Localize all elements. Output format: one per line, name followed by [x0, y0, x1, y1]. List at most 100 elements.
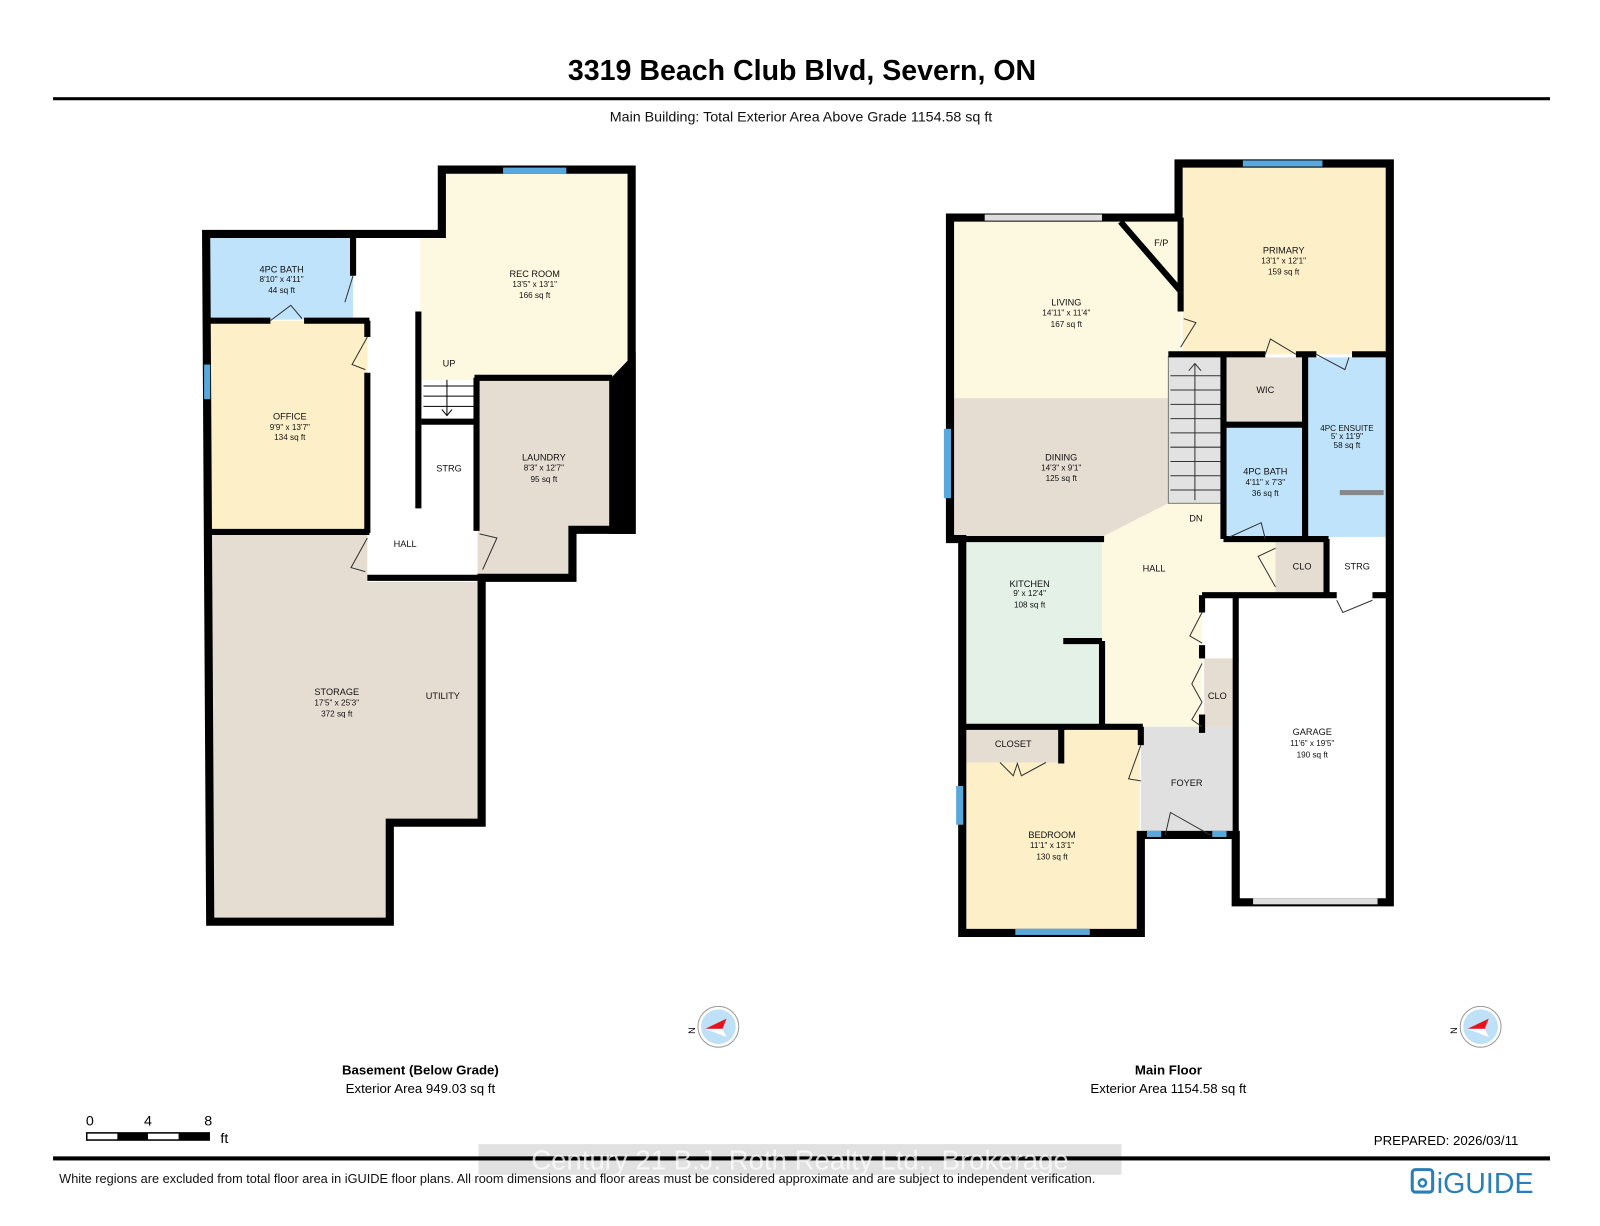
room-name: 4PC ENSUITE [1320, 424, 1374, 433]
room-name: STORAGE [314, 687, 359, 697]
room-fill-living [954, 221, 1181, 399]
room-dims: 5' x 11'9" [1331, 432, 1363, 441]
window [943, 428, 952, 499]
room-name: LAUNDRY [522, 452, 566, 462]
scale-unit: ft [220, 1131, 228, 1147]
room-area: 167 sq ft [1051, 320, 1083, 329]
room-area: 108 sq ft [1014, 600, 1046, 609]
room-name: LIVING [1051, 297, 1081, 307]
room-dims: 8'3" x 12'7" [524, 464, 564, 473]
window [1146, 830, 1162, 837]
scale-tick: 0 [86, 1114, 94, 1130]
label-hall: HALL [1143, 564, 1166, 574]
main-floor-plan: F/P PRIMARY 13'1" x 12'1" 159 sq ft LIVI… [943, 159, 1394, 937]
room-area: 372 sq ft [321, 710, 353, 719]
prepared-date: PREPARED: 2026/03/11 [1374, 1133, 1519, 1148]
basement-exterior-wall [202, 165, 636, 926]
room-name: REC ROOM [509, 269, 559, 279]
room-fill-bath [1225, 426, 1304, 537]
room-area: 159 sq ft [1268, 268, 1300, 277]
label-utility: UTILITY [426, 691, 460, 701]
compass-icon: N [1449, 1005, 1502, 1048]
room-area: 44 sq ft [268, 286, 295, 295]
room-dims: 4'11" x 7'3" [1246, 478, 1286, 487]
label-closet: CLOSET [995, 739, 1032, 749]
scale-bar: 0 4 8 ft [86, 1114, 229, 1147]
room-fill-bath [210, 238, 354, 320]
room-area: 130 sq ft [1036, 852, 1068, 861]
label-up: UP [443, 359, 456, 369]
sliding-door [984, 214, 1103, 221]
room-area: 58 sq ft [1334, 441, 1361, 450]
room-fill-ensuite [1307, 357, 1386, 537]
room-name: PRIMARY [1263, 245, 1305, 255]
room-name: OFFICE [273, 412, 307, 422]
label-strg: STRG [1344, 562, 1369, 572]
label-strg: STRG [436, 464, 461, 474]
window [1212, 830, 1227, 837]
main-floor-area: Exterior Area 1154.58 sq ft [1090, 1081, 1246, 1096]
room-dims: 13'1" x 12'1" [1261, 257, 1306, 266]
room-name: KITCHEN [1009, 579, 1049, 589]
room-dims: 14'11" x 11'4" [1042, 309, 1090, 318]
ensuite-fixture [1339, 490, 1384, 496]
room-fill-rec-room [420, 173, 632, 380]
room-fill-hall [1102, 503, 1276, 727]
room-area: 95 sq ft [530, 475, 557, 484]
room-area: 36 sq ft [1252, 489, 1279, 498]
basement-title: Basement (Below Grade) [342, 1063, 499, 1078]
door-swings [270, 275, 498, 573]
room-dims: 14'3" x 9'1" [1041, 464, 1081, 473]
room-dims: 17'5" x 25'3" [314, 698, 359, 707]
room-dims: 11'6" x 19'5" [1290, 739, 1334, 748]
footer-divider [53, 1156, 1550, 1161]
room-fill-office [210, 320, 368, 533]
basement-area: Exterior Area 949.03 sq ft [346, 1081, 496, 1096]
page-title: 3319 Beach Club Blvd, Severn, ON [568, 55, 1036, 87]
label-clo: CLO [1293, 562, 1312, 572]
room-fill-closet [966, 728, 1060, 763]
compass-label: N [1449, 1027, 1459, 1034]
room-fill-kitchen [966, 535, 1103, 725]
label-foyer: FOYER [1171, 778, 1203, 788]
room-area: 190 sq ft [1297, 750, 1329, 759]
basement-plan: 4PC BATH 8'10" x 4'11" 44 sq ft REC ROOM… [202, 165, 636, 926]
room-dims: 8'10" x 4'11" [260, 275, 304, 284]
watermark: Century 21 B.J. Roth Realty Ltd., Broker… [531, 1145, 1068, 1176]
room-fill-wic [1225, 357, 1304, 423]
room-fill-storage [210, 532, 482, 922]
room-fill-dining [954, 398, 1169, 536]
compass-icon: N [687, 1005, 740, 1048]
room-dims: 9' x 12'4" [1013, 589, 1046, 598]
room-fill-primary [1182, 167, 1386, 355]
room-fill-foyer [1140, 726, 1234, 835]
label-clo2: CLO [1208, 691, 1227, 701]
main-floor-title: Main Floor [1135, 1063, 1202, 1078]
basement-interior-walls [210, 238, 613, 581]
scale-tick: 8 [204, 1114, 212, 1130]
scale-tick: 4 [144, 1114, 152, 1130]
window [204, 364, 211, 400]
door-swings [999, 318, 1373, 836]
room-name: 4PC BATH [1243, 467, 1287, 477]
compass-label: N [687, 1027, 697, 1034]
stairs-up [423, 379, 475, 417]
main-interior-walls [962, 217, 1390, 835]
window [1015, 928, 1090, 935]
room-fill-clo2 [1204, 658, 1233, 730]
room-dims: 13'5" x 13'1" [512, 280, 557, 289]
room-dims: 9'9" x 13'7" [270, 423, 310, 432]
room-fill-clo [1275, 542, 1327, 593]
room-dims: 11'1" x 13'1" [1030, 841, 1074, 850]
window [956, 785, 964, 825]
label-hall: HALL [394, 539, 417, 549]
room-name: GARAGE [1293, 727, 1332, 737]
iguide-logo: iGUIDE [1410, 1168, 1534, 1200]
disclaimer: White regions are excluded from total fl… [59, 1171, 1095, 1186]
garage-door [1253, 898, 1378, 905]
logo-text: iGUIDE [1437, 1168, 1534, 1200]
window [1242, 160, 1323, 167]
header-divider [53, 97, 1550, 101]
room-area: 166 sq ft [519, 291, 551, 300]
